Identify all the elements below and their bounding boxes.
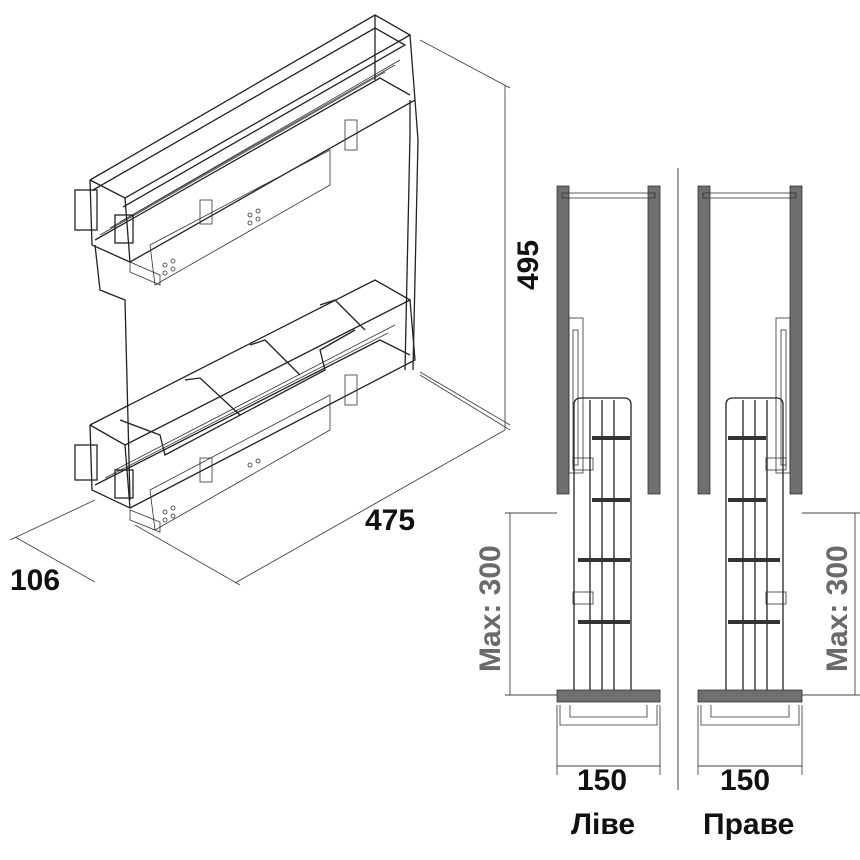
depth-dim-label: 106 bbox=[10, 564, 60, 597]
left-variant-view: Max: 300 150 Ліве bbox=[474, 185, 661, 841]
height-dim-label: 495 bbox=[512, 240, 545, 290]
length-dim-label: 475 bbox=[365, 504, 415, 537]
lower-tier bbox=[74, 279, 416, 533]
dimension-length: 475 bbox=[134, 371, 511, 586]
right-max-height-label: Max: 300 bbox=[821, 545, 854, 672]
holes bbox=[162, 208, 261, 276]
right-variant-label: Праве bbox=[703, 808, 794, 841]
dimension-height: 495 bbox=[419, 39, 545, 431]
upper-tier bbox=[74, 14, 416, 286]
left-max-height-label: Max: 300 bbox=[474, 545, 507, 672]
dimension-depth: 106 bbox=[9, 499, 96, 597]
right-width-label: 150 bbox=[720, 764, 770, 797]
iso-basket bbox=[74, 14, 419, 533]
right-variant-view: Max: 300 150 Праве bbox=[697, 185, 860, 841]
left-variant-label: Ліве bbox=[571, 808, 635, 841]
left-width-label: 150 bbox=[577, 764, 627, 797]
